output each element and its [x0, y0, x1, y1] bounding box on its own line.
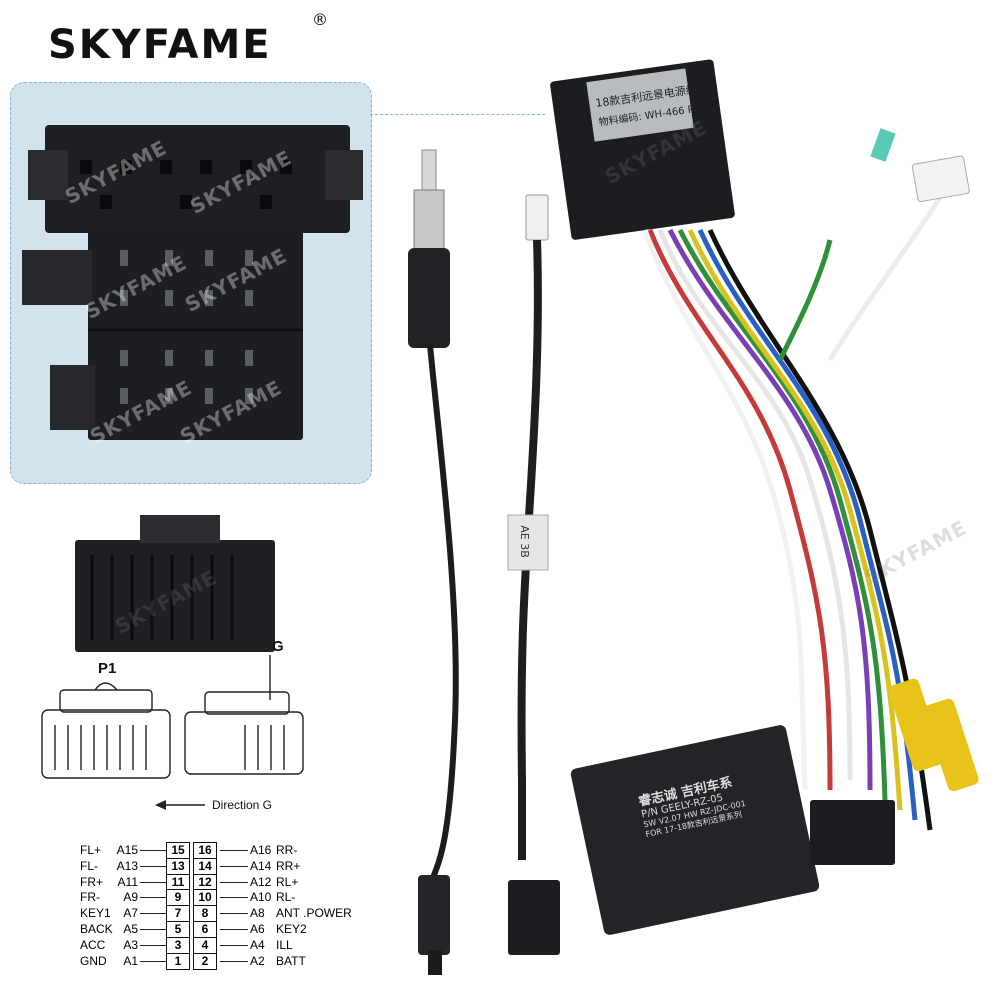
pin-right-name: ANT .POWER — [276, 906, 352, 921]
pin-left-code: A11 — [117, 874, 138, 889]
pin-leader-line — [220, 881, 248, 883]
brand-logo: SKYFAME — [48, 22, 272, 68]
pin-number-odd: 7 — [166, 905, 190, 923]
pin-leader-line — [140, 850, 166, 851]
pin-number-even: 16 — [193, 842, 217, 859]
pin-number-even: 10 — [193, 889, 217, 907]
pin-left-name: GND — [80, 953, 107, 968]
pin-left-code: A9 — [123, 890, 138, 905]
sixteen-pin-connector — [75, 515, 275, 652]
pin-number-even: 14 — [193, 857, 217, 875]
pin-left-name: FL- — [80, 858, 98, 873]
pin-left-name: FR+ — [80, 874, 104, 889]
pin-right-code: A6 — [250, 922, 265, 936]
pin-right-code: A8 — [250, 906, 265, 921]
pin-right-code: A16 — [250, 843, 272, 857]
pin-number-even: 12 — [193, 873, 217, 891]
pin-right-code: A12 — [250, 874, 272, 889]
pin-number-even: 2 — [193, 952, 217, 970]
pin-right-code: A10 — [250, 890, 272, 905]
pin-left-name: FR- — [80, 890, 100, 905]
pin-right-code: A14 — [250, 858, 272, 873]
antenna-adapter-cable — [408, 149, 459, 975]
pin-right-name: BATT — [276, 953, 306, 968]
pin-left-code: A7 — [123, 906, 138, 921]
pin-number-odd: 1 — [166, 952, 190, 970]
pin-number-even: 4 — [193, 936, 217, 954]
main-harness — [550, 59, 979, 935]
pin-number-even: 8 — [193, 905, 217, 923]
direction-arrow — [155, 800, 166, 810]
pin-leader-line — [220, 913, 248, 915]
pin-leader-line — [220, 944, 248, 946]
zoom-callout-line — [370, 114, 545, 115]
pin-number-odd: 3 — [166, 936, 190, 954]
pin-left-name: BACK — [80, 922, 113, 936]
pin-number-odd: 5 — [166, 921, 190, 938]
iso-connector-zoomed — [22, 125, 363, 440]
pin-left-code: A13 — [116, 858, 138, 873]
pin-left-name: KEY1 — [80, 906, 111, 921]
pin-right-name: RR+ — [276, 858, 301, 873]
pin-right-name: ILL — [276, 937, 293, 952]
pin-right-name: RL+ — [276, 874, 299, 889]
pin-number-even: 6 — [193, 921, 217, 938]
pin-leader-line — [220, 929, 248, 930]
pin-left-code: A5 — [123, 922, 138, 936]
pin-left-name: ACC — [80, 937, 106, 952]
label-p1: P1 — [98, 660, 117, 677]
pin-left-code: A3 — [123, 937, 138, 952]
pin-left-name: FL+ — [80, 843, 102, 857]
pin-right-code: A4 — [250, 937, 265, 952]
usb-style-cable — [507, 194, 560, 955]
pin-leader-line — [140, 960, 166, 962]
pin-number-odd: 9 — [166, 889, 190, 907]
pin-number-odd: 13 — [166, 857, 190, 875]
pin-right-name: KEY2 — [276, 922, 307, 936]
pin-leader-line — [140, 881, 166, 883]
pin-leader-line — [220, 960, 248, 962]
connector-line-drawings — [41, 655, 304, 806]
pin-left-code: A1 — [123, 953, 138, 968]
pin-right-name: RL- — [276, 890, 296, 905]
pin-leader-line — [220, 897, 248, 899]
label-g: G — [272, 638, 284, 655]
pin-leader-line — [140, 913, 166, 915]
pin-leader-line — [220, 865, 248, 867]
pin-leader-line — [140, 865, 166, 867]
pin-right-code: A2 — [250, 953, 265, 968]
label-direction: Direction G — [212, 798, 273, 812]
pin-left-code: A15 — [116, 843, 138, 857]
pin-leader-line — [140, 897, 166, 899]
pin-number-odd: 15 — [166, 842, 190, 859]
pin-leader-line — [140, 944, 166, 946]
pin-number-odd: 11 — [166, 873, 190, 891]
pin-leader-line — [140, 929, 166, 930]
pin-right-name: RR- — [276, 843, 298, 857]
pin-leader-line — [220, 850, 248, 851]
registered-mark: ® — [312, 10, 328, 29]
